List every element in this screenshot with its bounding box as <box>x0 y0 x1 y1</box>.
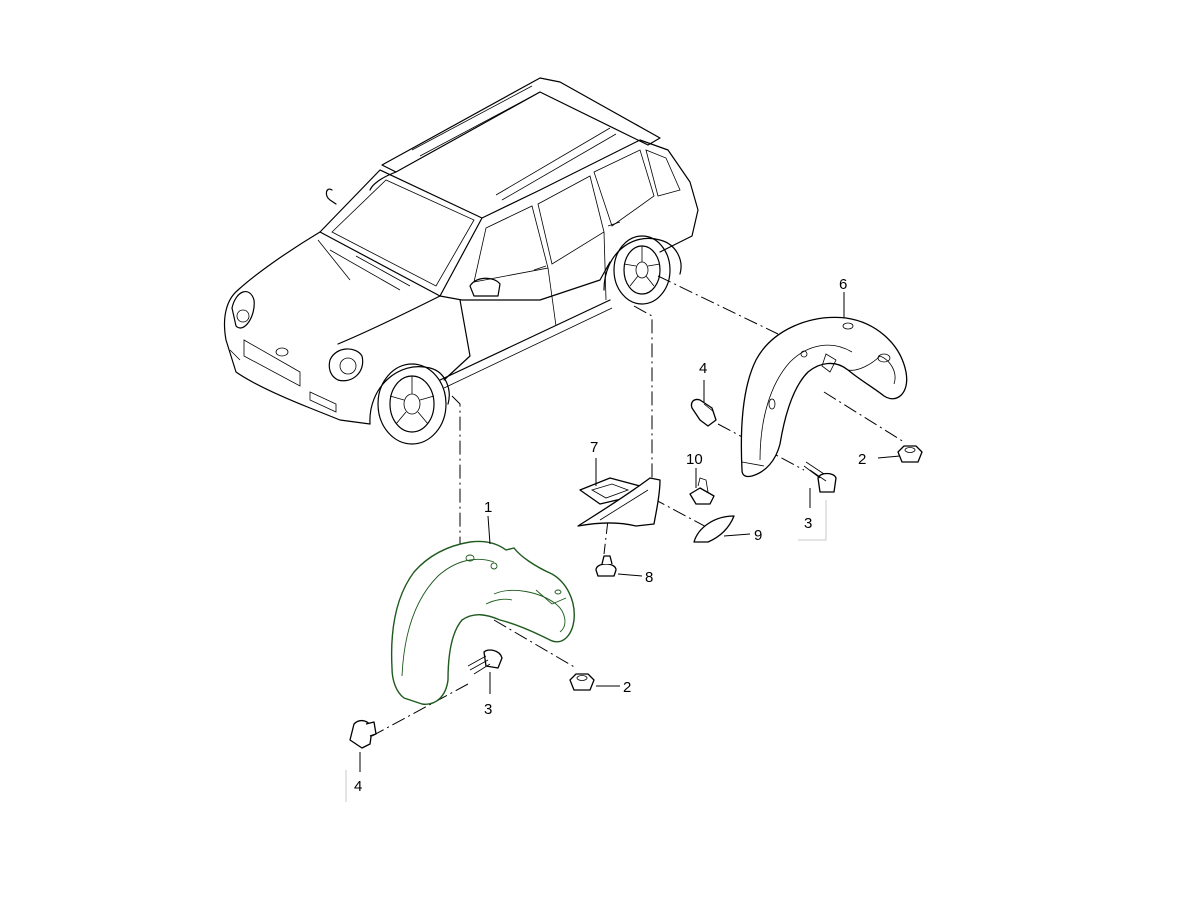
callout-2-rear: 2 <box>858 451 866 468</box>
callout-2-front: 2 <box>623 679 631 696</box>
callout-8: 8 <box>645 569 653 586</box>
nut-part-2-front <box>569 673 595 691</box>
clip-part-4-front <box>349 719 377 749</box>
rear-wheel-arch-liner <box>740 316 908 478</box>
clip-part-4-rear <box>690 398 717 427</box>
callout-10: 10 <box>686 451 703 468</box>
nut-part-2-rear <box>897 445 923 463</box>
callout-4-front: 4 <box>354 778 362 795</box>
callout-9: 9 <box>754 527 762 544</box>
assembly-lines <box>371 275 905 737</box>
vehicle-illustration <box>223 77 699 445</box>
callout-3-front: 3 <box>484 701 492 718</box>
bracket-part-7 <box>577 477 661 527</box>
clip-part-10 <box>689 477 715 505</box>
callout-3-rear: 3 <box>804 515 812 532</box>
callout-6: 6 <box>839 276 847 293</box>
screw-part-3-rear <box>803 461 837 493</box>
leader-lines <box>359 292 901 772</box>
screw-part-8 <box>595 555 617 577</box>
bracket-bars <box>345 500 827 802</box>
callout-4-rear: 4 <box>699 360 707 377</box>
callout-7: 7 <box>590 439 598 456</box>
front-wheel-arch-liner <box>390 540 575 705</box>
flap-part-9 <box>693 515 735 543</box>
callout-1: 1 <box>484 499 492 516</box>
screw-part-3-front <box>467 649 503 675</box>
callout-labels: 6 4 2 3 7 10 9 8 1 2 3 4 <box>354 276 866 795</box>
